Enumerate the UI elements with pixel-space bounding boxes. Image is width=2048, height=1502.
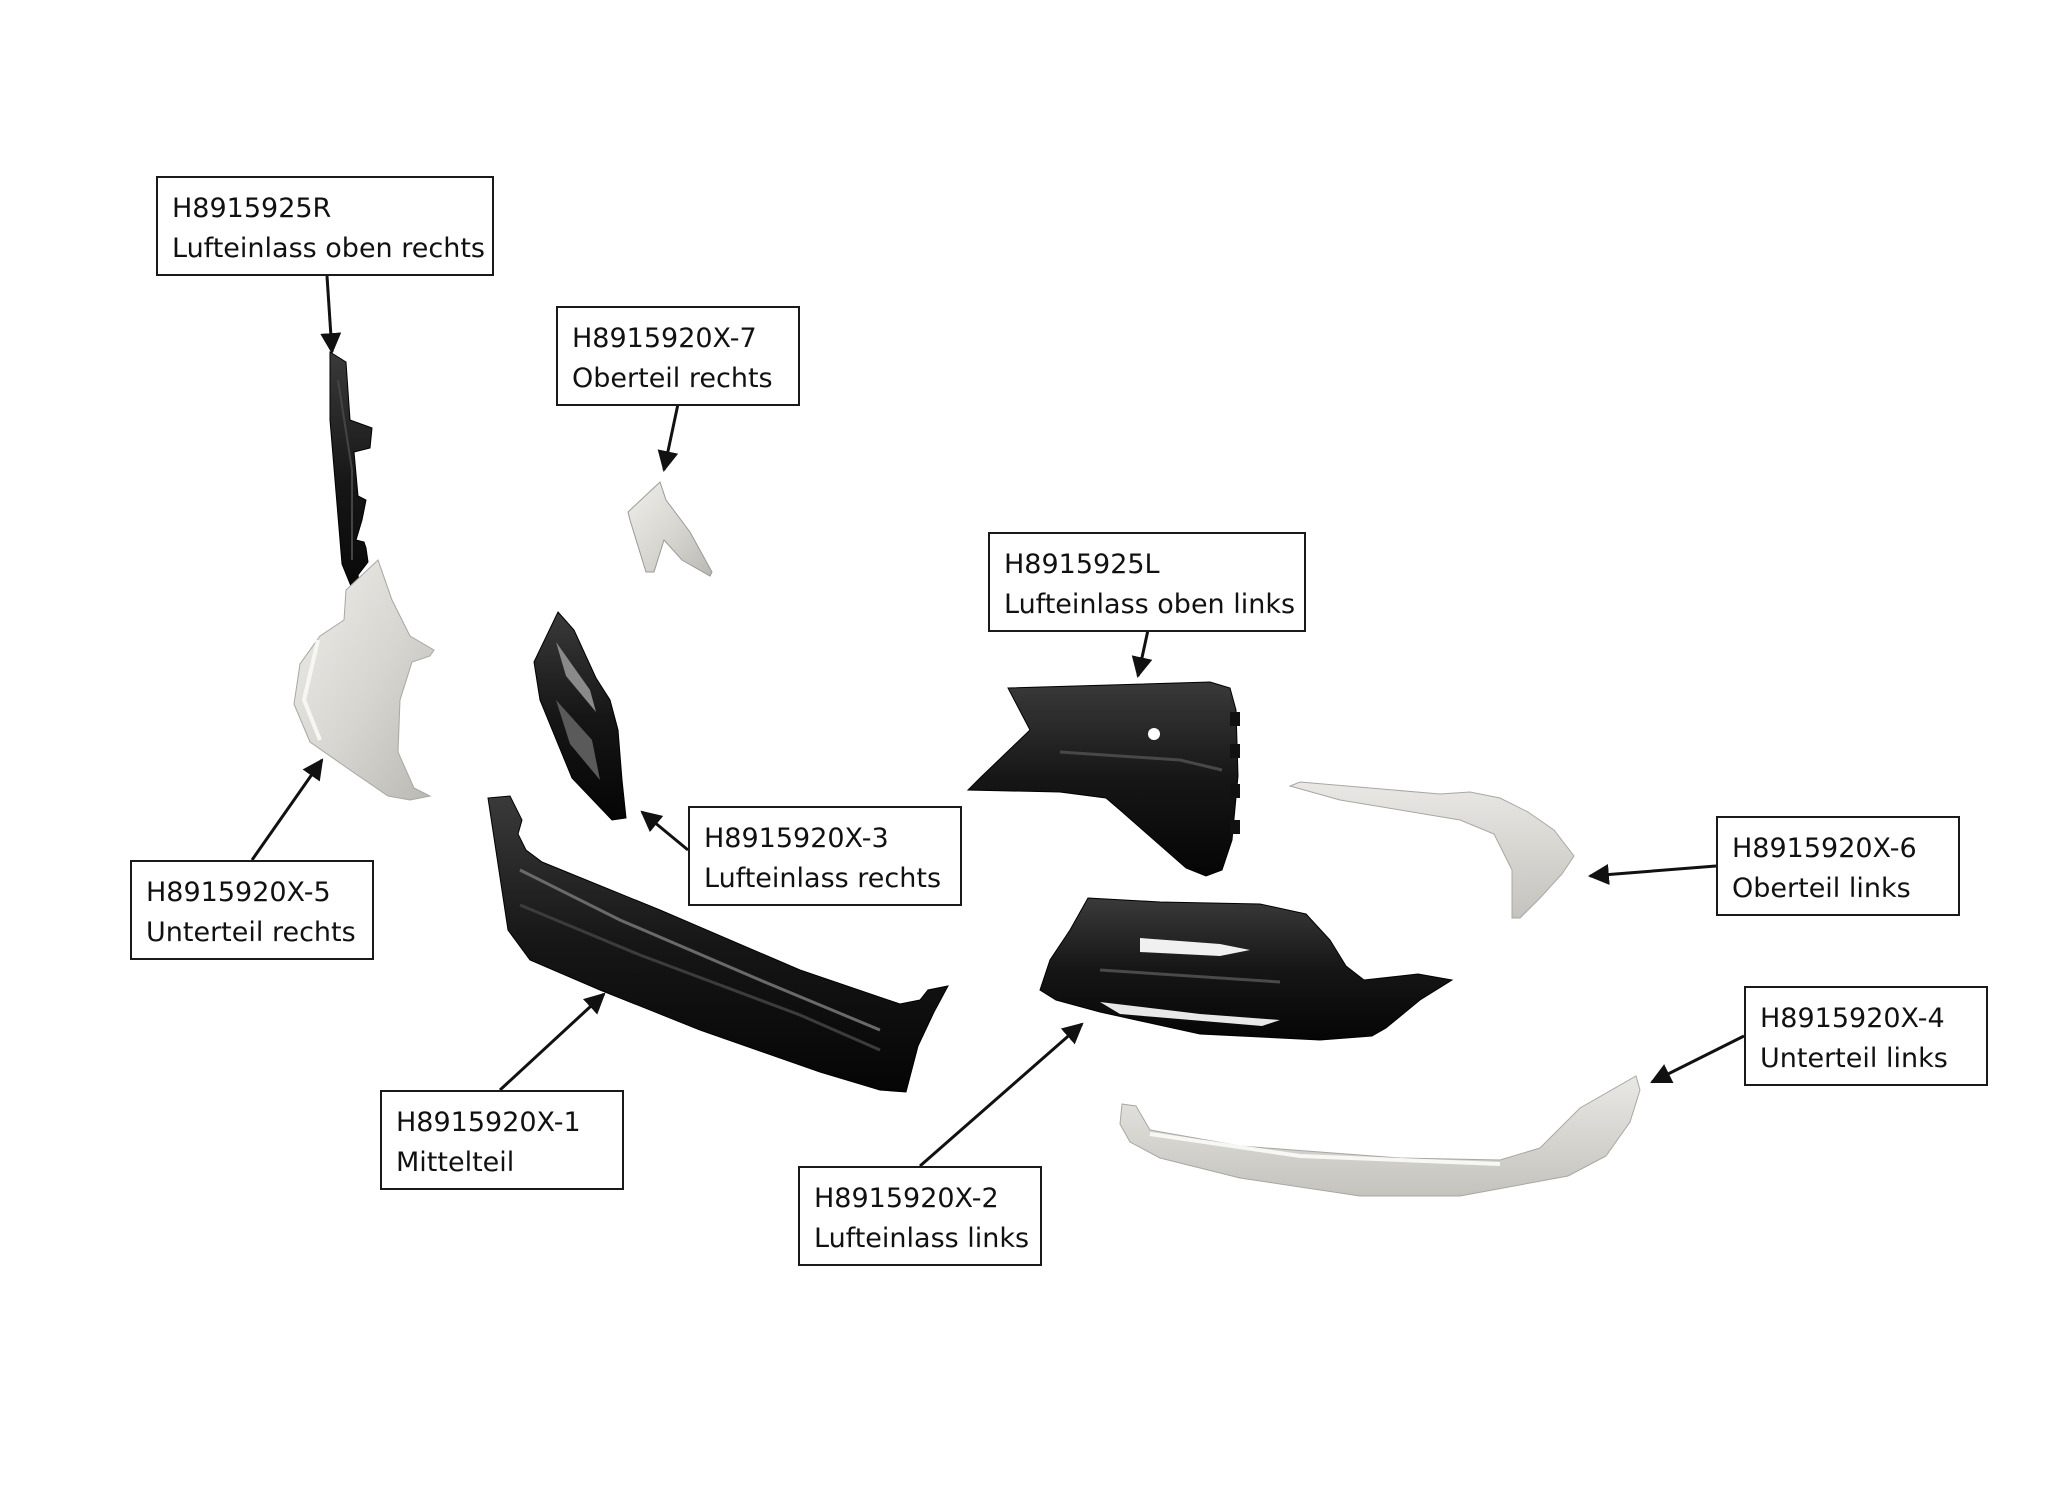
part-lufteinlass-rechts xyxy=(533,611,627,821)
part-description: Lufteinlass oben rechts xyxy=(172,233,485,264)
callout-h8915920x-5: H8915920X-5 Unterteil rechts xyxy=(130,860,374,960)
part-unterteil-rechts xyxy=(293,559,435,801)
arrow-h8915920x-2 xyxy=(919,1022,1084,1168)
part-description: Unterteil rechts xyxy=(146,917,356,948)
part-description: Unterteil links xyxy=(1760,1043,1948,1074)
part-lufteinlass-links xyxy=(1039,897,1454,1041)
part-oberteil-rechts xyxy=(627,481,713,577)
arrow-h8915920x-7 xyxy=(657,403,680,473)
part-number: H8915920X-4 xyxy=(1760,1003,1945,1034)
callout-h8915920x-3: H8915920X-3 Lufteinlass rechts xyxy=(688,806,962,906)
arrow-h8915920x-3 xyxy=(640,810,689,852)
part-number: H8915920X-1 xyxy=(396,1107,581,1138)
part-description: Mittelteil xyxy=(396,1147,515,1178)
callout-h8915920x-1: H8915920X-1 Mittelteil xyxy=(380,1090,624,1190)
arrow-h8915920x-6 xyxy=(1587,864,1717,885)
part-description: Lufteinlass links xyxy=(814,1223,1030,1254)
part-unterteil-links xyxy=(1119,1075,1641,1197)
callout-h8915920x-4: H8915920X-4 Unterteil links xyxy=(1744,986,1988,1086)
arrow-h8915920x-1 xyxy=(498,992,606,1092)
callout-h8915920x-7: H8915920X-7 Oberteil rechts xyxy=(556,306,800,406)
part-description: Lufteinlass oben links xyxy=(1004,589,1296,620)
callout-h8915920x-2: H8915920X-2 Lufteinlass links xyxy=(798,1166,1042,1266)
part-oberteil-links xyxy=(1288,781,1575,919)
part-description: Oberteil links xyxy=(1732,873,1911,904)
part-number: H8915925R xyxy=(172,193,332,224)
callout-h8915925r: H8915925R Lufteinlass oben rechts xyxy=(156,176,494,276)
part-number: H8915920X-3 xyxy=(704,823,889,854)
callout-h8915925l: H8915925L Lufteinlass oben links xyxy=(988,532,1306,632)
callout-h8915920x-6: H8915920X-6 Oberteil links xyxy=(1716,816,1960,916)
part-number: H8915920X-2 xyxy=(814,1183,999,1214)
arrow-h8915925r xyxy=(320,275,342,355)
part-lufteinlass-oben-links xyxy=(966,681,1240,877)
part-number: H8915920X-6 xyxy=(1732,833,1917,864)
part-number: H8915925L xyxy=(1004,549,1160,580)
part-number: H8915920X-7 xyxy=(572,323,757,354)
arrow-h8915920x-4 xyxy=(1650,1034,1745,1084)
part-description: Lufteinlass rechts xyxy=(704,863,942,894)
part-description: Oberteil rechts xyxy=(572,363,773,394)
arrow-h8915920x-5 xyxy=(250,758,324,861)
part-number: H8915920X-5 xyxy=(146,877,331,908)
arrow-h8915925l xyxy=(1131,629,1153,679)
part-mittelteil xyxy=(487,795,949,1093)
